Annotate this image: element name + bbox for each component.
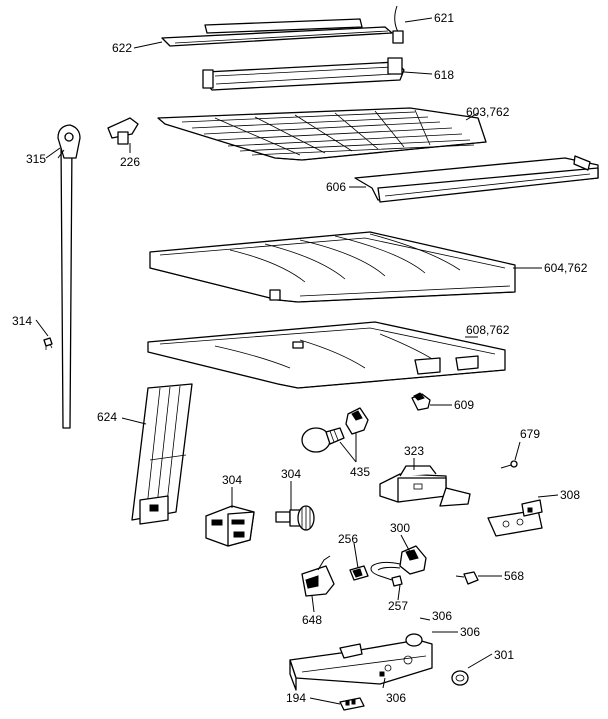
label-609: 609 xyxy=(454,398,474,412)
label-621: 621 xyxy=(434,11,454,25)
part-618-housing xyxy=(202,57,405,91)
leader-lines xyxy=(35,17,559,705)
part-608-tray xyxy=(147,321,506,389)
label-622: 622 xyxy=(112,41,132,55)
part-226-bracket xyxy=(107,117,139,145)
label-606: 606 xyxy=(326,180,346,194)
part-604-shelf xyxy=(149,231,516,303)
label-315: 315 xyxy=(26,152,46,166)
label-194: 194 xyxy=(286,691,306,705)
part-257-clip xyxy=(391,575,403,587)
part-300-thermostat xyxy=(370,545,427,581)
part-323-control xyxy=(379,465,471,507)
label-604: 604,762 xyxy=(544,261,588,275)
part-315-rod xyxy=(57,124,81,429)
part-679-screw xyxy=(500,460,518,469)
part-622-top-cover xyxy=(161,18,393,47)
label-679: 679 xyxy=(520,427,540,441)
label-306b: 306 xyxy=(460,625,480,639)
label-568: 568 xyxy=(504,569,524,583)
label-603: 603,762 xyxy=(466,105,510,119)
label-435: 435 xyxy=(350,465,370,479)
part-194-plate xyxy=(339,697,365,711)
label-256: 256 xyxy=(338,532,358,546)
label-648: 648 xyxy=(302,613,322,627)
part-621-sensor xyxy=(392,5,404,44)
part-568-screw xyxy=(455,571,479,585)
part-304-knob xyxy=(275,505,315,531)
part-301-knob xyxy=(451,670,469,686)
part-624-panel xyxy=(131,383,193,525)
label-301: 301 xyxy=(494,648,514,662)
part-606-cover xyxy=(354,155,599,203)
label-304b: 304 xyxy=(281,467,301,481)
part-435-lamp xyxy=(301,407,369,453)
part-609-fastener xyxy=(411,392,431,411)
label-226: 226 xyxy=(120,155,140,169)
label-300: 300 xyxy=(390,521,410,535)
label-306a: 306 xyxy=(432,609,452,623)
label-314: 314 xyxy=(12,314,32,328)
label-257: 257 xyxy=(388,599,408,613)
label-618: 618 xyxy=(434,68,454,82)
part-labels: 621 622 618 603,762 315 226 606 604,762 … xyxy=(12,11,588,705)
label-306c: 306 xyxy=(386,691,406,705)
part-306-bracket xyxy=(289,633,433,691)
part-256-switch xyxy=(349,565,369,581)
part-314-clip xyxy=(43,337,53,350)
part-603-wire-shelf xyxy=(157,107,487,161)
label-304a: 304 xyxy=(222,473,242,487)
part-308-bracket xyxy=(487,499,543,537)
part-648-switch xyxy=(301,555,335,597)
part-304-housing xyxy=(205,505,255,547)
label-624: 624 xyxy=(97,410,117,424)
label-308: 308 xyxy=(560,488,580,502)
label-608: 608,762 xyxy=(466,323,510,337)
label-323: 323 xyxy=(404,444,424,458)
